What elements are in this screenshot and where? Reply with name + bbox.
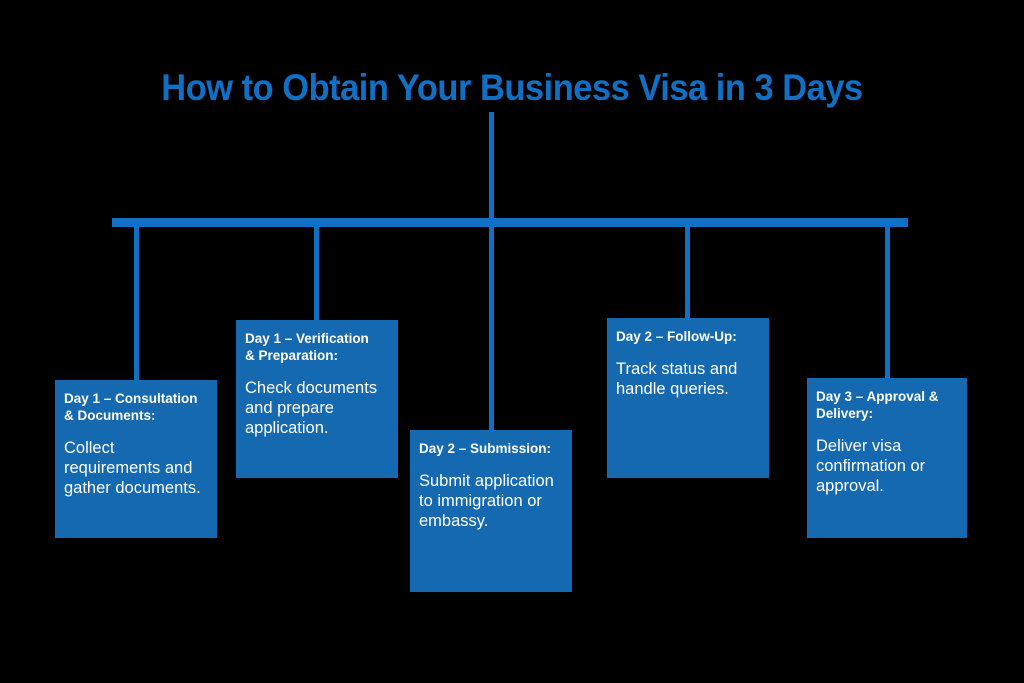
connector-branch-1 bbox=[134, 222, 139, 382]
node-heading: Day 2 – Follow-Up: bbox=[616, 329, 737, 344]
node-heading: Day 2 – Submission: bbox=[419, 441, 552, 456]
node-body: Submit application to immigration or emb… bbox=[419, 472, 554, 530]
node-heading: Day 3 – Approval & Delivery: bbox=[816, 389, 939, 421]
node-day2-followup[interactable]: Day 2 – Follow-Up: Track status and hand… bbox=[607, 318, 769, 478]
node-body: Track status and handle queries. bbox=[616, 360, 738, 398]
node-body: Deliver visa confirmation or approval. bbox=[816, 437, 926, 495]
page-title: How to Obtain Your Business Visa in 3 Da… bbox=[161, 67, 863, 108]
connector-branch-4 bbox=[685, 222, 690, 320]
connector-horizontal-bar bbox=[112, 218, 908, 227]
node-heading: Day 1 – Consultation & Documents: bbox=[64, 391, 198, 423]
node-day2-submission[interactable]: Day 2 – Submission: Submit application t… bbox=[410, 430, 572, 592]
connector-trunk-vertical bbox=[489, 112, 494, 230]
connector-branch-5 bbox=[885, 222, 890, 380]
node-body: Collect requirements and gather document… bbox=[64, 439, 201, 497]
node-day1-verification[interactable]: Day 1 – Verification & Preparation: Chec… bbox=[236, 320, 398, 478]
node-heading: Day 1 – Verification & Preparation: bbox=[245, 331, 369, 363]
node-body: Check documents and prepare application. bbox=[245, 379, 378, 437]
node-day3-approval[interactable]: Day 3 – Approval & Delivery: Deliver vis… bbox=[807, 378, 967, 538]
connector-branch-2 bbox=[314, 222, 319, 322]
connector-branch-3 bbox=[489, 222, 494, 432]
node-day1-consultation[interactable]: Day 1 – Consultation & Documents: Collec… bbox=[55, 380, 217, 538]
